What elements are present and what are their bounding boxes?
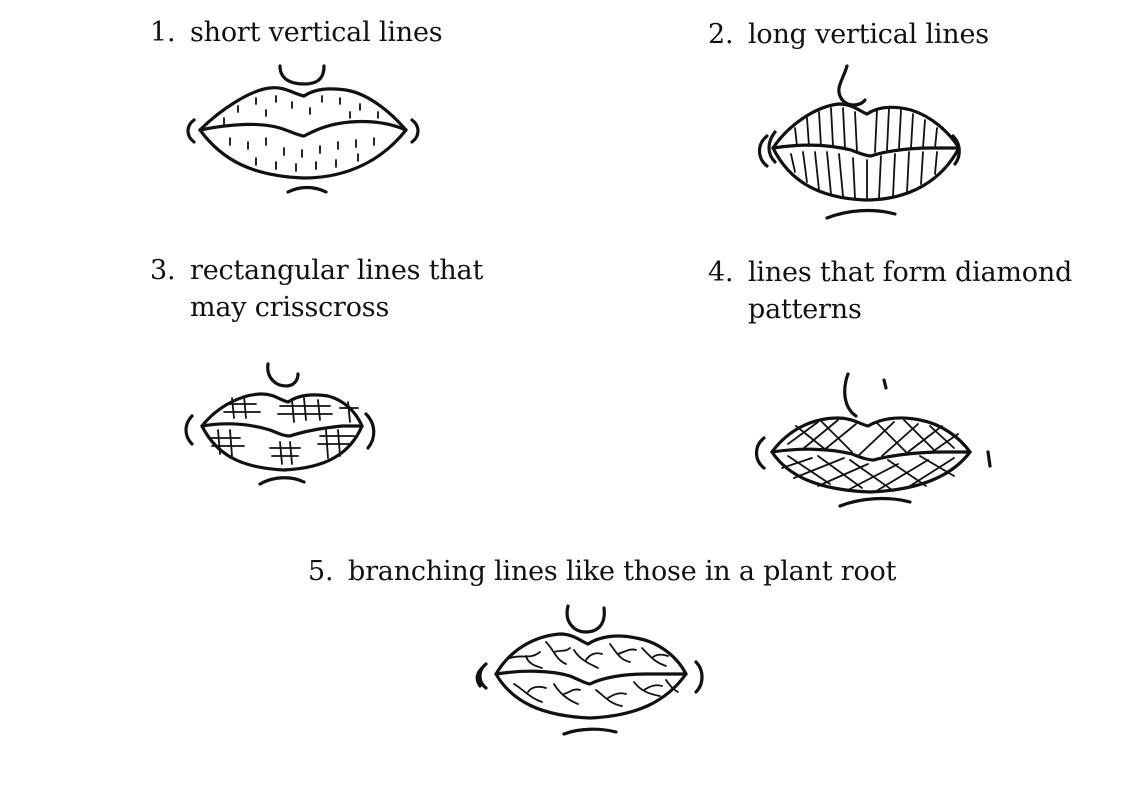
- item-text: rectangular lines that: [190, 255, 483, 286]
- lip-print-branching-lines: [470, 598, 720, 748]
- caption-item-4: 4.lines that form diamond patterns: [708, 254, 1072, 328]
- item-text-continued: may crisscross: [150, 289, 483, 326]
- caption-item-1: 1.short vertical lines: [150, 14, 442, 51]
- item-number: 3.: [150, 252, 190, 289]
- item-number: 4.: [708, 254, 748, 291]
- lip-print-rectangular-lines: [180, 358, 380, 493]
- item-text: long vertical lines: [748, 19, 989, 50]
- item-text: short vertical lines: [190, 17, 442, 48]
- caption-item-3: 3.rectangular lines that may crisscross: [150, 252, 483, 326]
- caption-item-5: 5.branching lines like those in a plant …: [308, 553, 896, 590]
- item-number: 1.: [150, 14, 190, 51]
- caption-item-2: 2.long vertical lines: [708, 16, 989, 53]
- item-text-continued: patterns: [708, 291, 1072, 328]
- lip-print-short-vertical-lines: [180, 58, 430, 208]
- lip-print-diamond-patterns: [748, 368, 998, 513]
- item-text: lines that form diamond: [748, 257, 1072, 288]
- item-text: branching lines like those in a plant ro…: [348, 556, 896, 587]
- item-number: 2.: [708, 16, 748, 53]
- lip-print-long-vertical-lines: [755, 62, 975, 227]
- short-vertical-marks: [224, 96, 378, 171]
- crisscross-marks: [210, 396, 358, 464]
- item-number: 5.: [308, 553, 348, 590]
